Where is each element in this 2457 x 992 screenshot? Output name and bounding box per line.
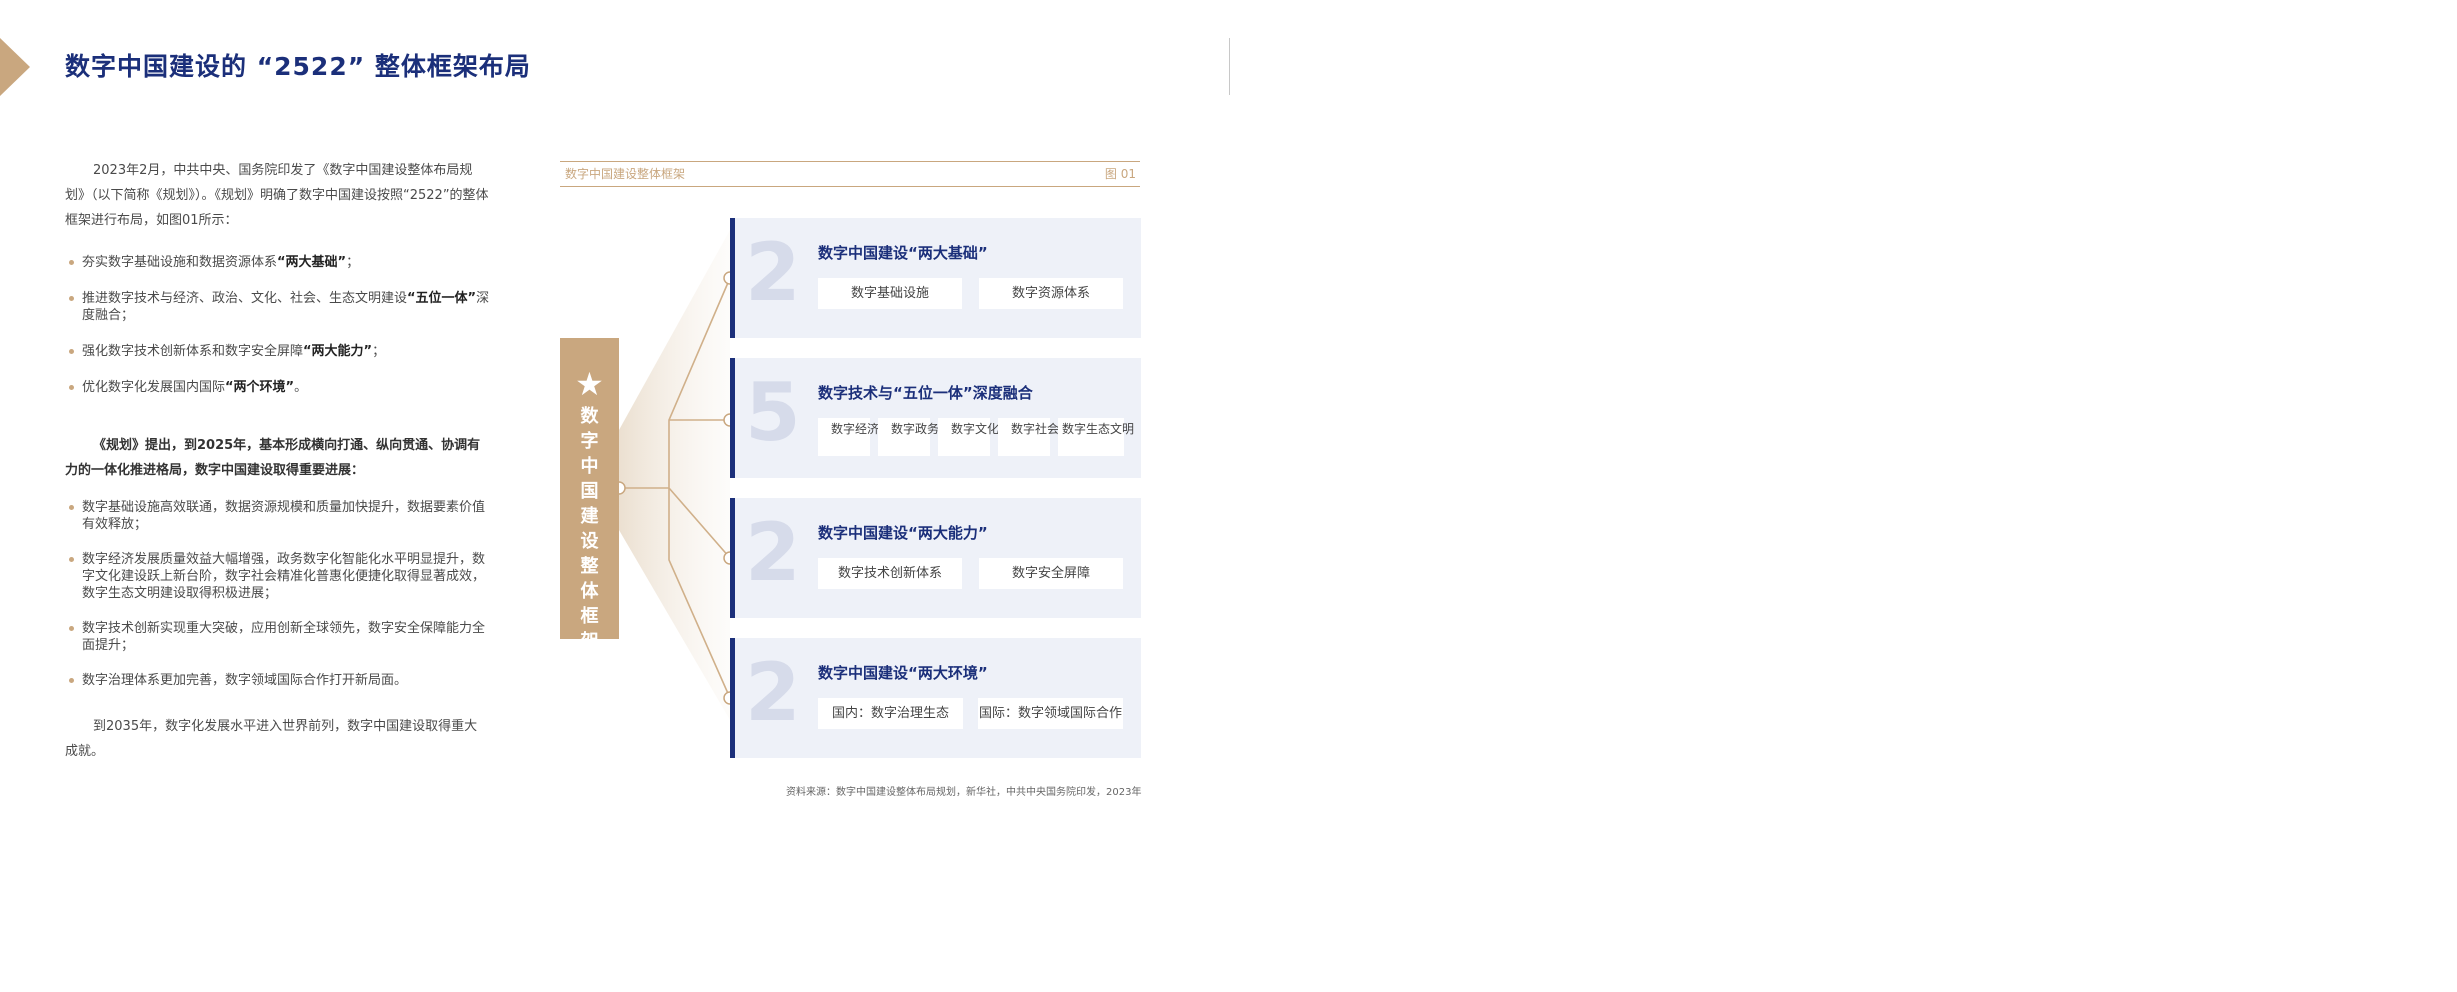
figure-number: 图 01 [1104, 167, 1136, 181]
corner-triangle-decoration [0, 38, 30, 96]
page-title: 数字中国建设的 “2522” 整体框架布局 [65, 52, 531, 81]
figure-header: 数字中国建设整体框架 图 01 [560, 161, 1140, 187]
list-item: 夯实数字基础设施和数据资源体系“两大基础”； [65, 254, 490, 271]
panel-item: 数字技术创新体系 [818, 558, 962, 589]
panel-item: 数字基础设施 [818, 278, 962, 309]
panel-item: 数字社会 [998, 418, 1059, 456]
panel-item: 数字政务 [878, 418, 939, 456]
panel-number: 2 [745, 506, 801, 599]
panel-two-foundations: 2 数字中国建设“两大基础” 数字基础设施 数字资源体系 [730, 218, 1141, 338]
page-divider [1229, 38, 1230, 95]
panel-number: 2 [745, 226, 801, 319]
figure-name: 数字中国建设整体框架 [565, 167, 686, 181]
panel-title: 数字中国建设“两大基础” [818, 244, 988, 262]
panel-title: 数字中国建设“两大能力” [818, 524, 988, 542]
list-item: 数字经济发展质量效益大幅增强，政务数字化智能化水平明显提升，数字文化建设跃上新台… [65, 551, 490, 602]
list-item: 推进数字技术与经济、政治、文化、社会、生态文明建设“五位一体”深度融合； [65, 290, 490, 324]
fan-shape [619, 230, 730, 720]
panel-title: 数字中国建设“两大环境” [818, 664, 988, 682]
figure-source: 资料来源：数字中国建设整体布局规划，新华社，中共中央国务院印发，2023年 [786, 787, 1142, 798]
goals-list: 夯实数字基础设施和数据资源体系“两大基础”； 推进数字技术与经济、政治、文化、社… [65, 254, 490, 396]
panel-item: 数字文化 [938, 418, 999, 456]
list-item: 数字治理体系更加完善，数字领域国际合作打开新局面。 [65, 672, 490, 689]
panel-item: 国际：数字领域国际合作 [978, 698, 1123, 729]
connector-paths [619, 277, 731, 699]
panel-item: 数字资源体系 [979, 278, 1123, 309]
panel-items: 数字基础设施 数字资源体系 [818, 278, 1123, 309]
panel-title: 数字技术与“五位一体”深度融合 [818, 384, 1033, 402]
panel-item: 国内：数字治理生态 [818, 698, 963, 729]
panel-item: 数字生态文明 [1058, 418, 1134, 456]
plan-2025-paragraph: 《规划》提出，到2025年，基本形成横向打通、纵向贯通、协调有力的一体化推进格局… [65, 438, 481, 478]
plan-2035-paragraph: 到2035年，数字化发展水平进入世界前列，数字中国建设取得重大成就。 [65, 719, 478, 759]
progress-list: 数字基础设施高效联通，数据资源规模和质量加快提升，数据要素价值有效释放； 数字经… [65, 499, 490, 689]
panel-items: 数字经济 数字政务 数字文化 数字社会 数字生态文明 [818, 418, 1134, 456]
panel-items: 数字技术创新体系 数字安全屏障 [818, 558, 1123, 589]
panel-two-environments: 2 数字中国建设“两大环境” 国内：数字治理生态 国际：数字领域国际合作 [730, 638, 1141, 758]
panel-two-capabilities: 2 数字中国建设“两大能力” 数字技术创新体系 数字安全屏障 [730, 498, 1141, 618]
panel-item: 数字安全屏障 [979, 558, 1123, 589]
framework-center-label: 数字中国建设整体框架 [580, 406, 599, 652]
list-item: 数字技术创新实现重大突破，应用创新全球领先，数字安全保障能力全面提升； [65, 620, 490, 654]
panel-items: 国内：数字治理生态 国际：数字领域国际合作 [818, 698, 1123, 729]
framework-center-bar: ★ 数字中国建设整体框架 [560, 338, 619, 652]
list-item: 优化数字化发展国内国际“两个环境”。 [65, 379, 490, 396]
list-item: 数字基础设施高效联通，数据资源规模和质量加快提升，数据要素价值有效释放； [65, 499, 490, 533]
star-icon: ★ [575, 365, 604, 403]
intro-paragraph: 2023年2月，中共中央、国务院印发了《数字中国建设整体布局规划》（以下简称《规… [65, 163, 489, 228]
text-column: 2023年2月，中共中央、国务院印发了《数字中国建设整体布局规划》（以下简称《规… [65, 158, 490, 764]
panel-five-in-one: 5 数字技术与“五位一体”深度融合 数字经济 数字政务 数字文化 数字社会 数字… [730, 358, 1141, 478]
panel-item: 数字经济 [818, 418, 879, 456]
panel-number: 5 [745, 366, 801, 459]
list-item: 强化数字技术创新体系和数字安全屏障“两大能力”； [65, 343, 490, 360]
panel-number: 2 [745, 646, 801, 739]
